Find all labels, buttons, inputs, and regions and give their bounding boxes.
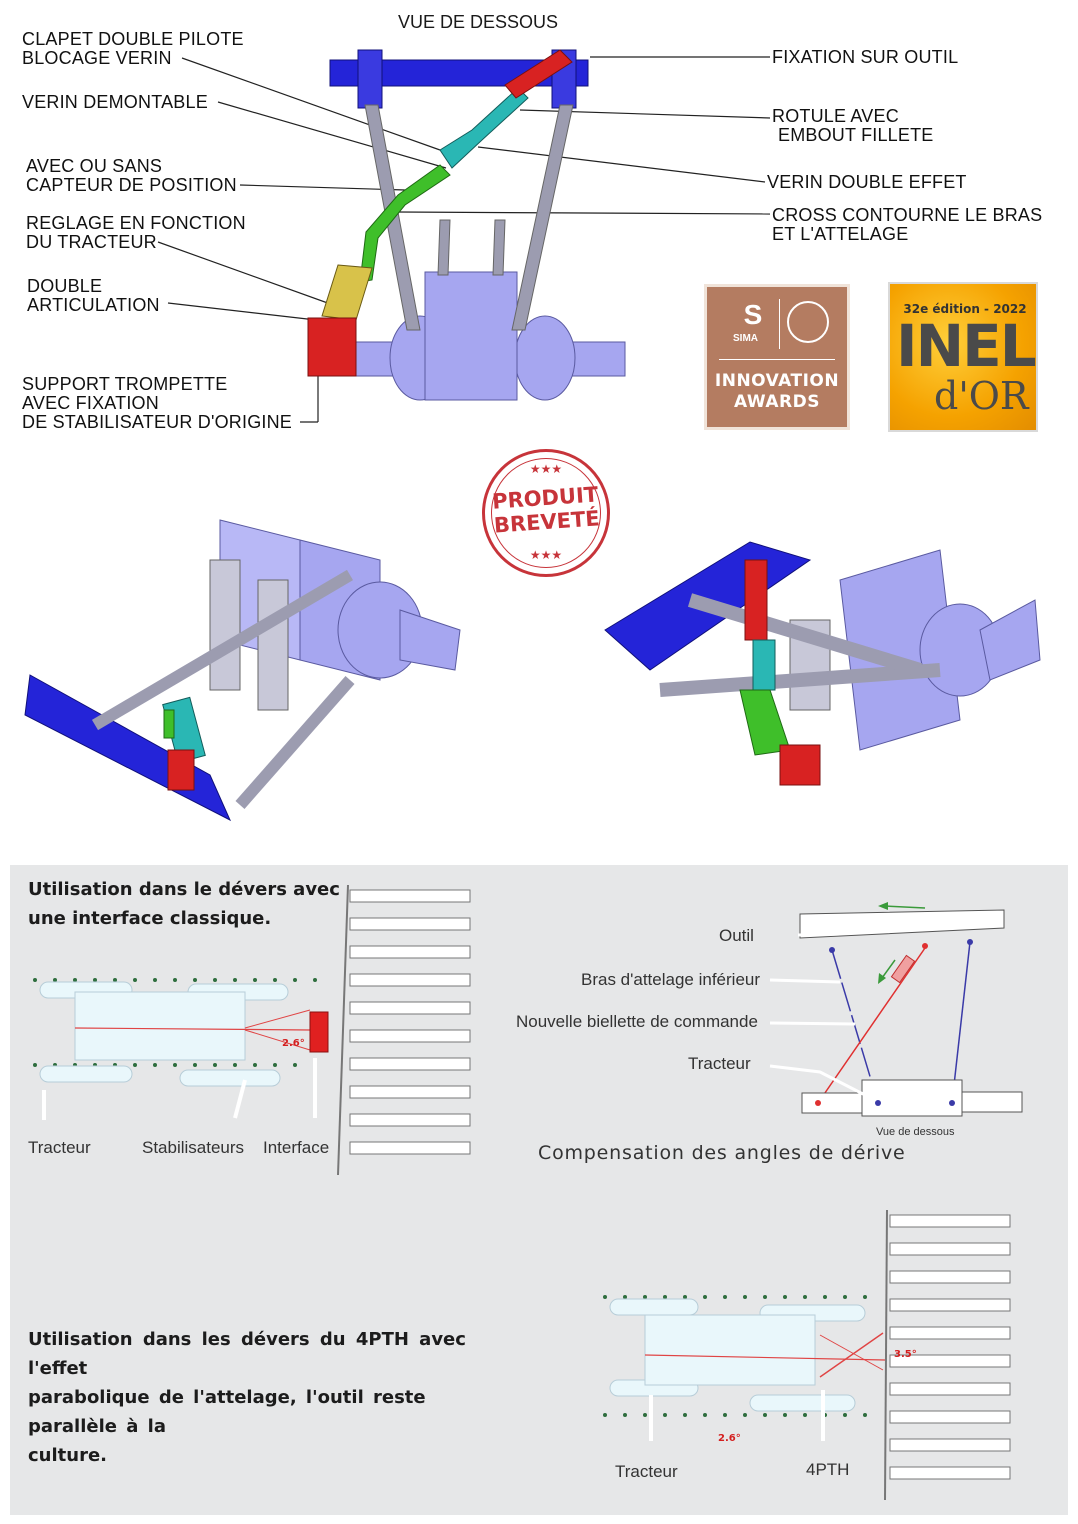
sima-logo-letter: S [743,299,763,330]
block2-heading: Utilisation dans les dévers du 4PTH avec… [28,1329,466,1466]
explanation-panel [10,865,1068,1515]
inel-edition: 32e édition - 2022 [903,302,1027,316]
field-diagram-classic [33,884,471,1176]
label-4pth: 4PTH [806,1460,850,1479]
callout-cross: CROSS CONTOURNE LE BRAS ET L'ATTELAGE [772,205,1043,244]
label-interface: Interface [263,1138,330,1157]
isometric-view-right [604,541,1041,786]
sima-awards-text: INNOVATION AWARDS [714,371,840,412]
inel-dor: d'OR [934,374,1029,418]
inel-dor-badge: 32e édition - 2022 INEL d'OR [888,282,1038,432]
compensation-leaders [769,932,866,1097]
view-title: VUE DE DESSOUS [398,12,559,32]
compensation-diagram [799,902,1023,1117]
stamp-stars-top: ★★★ [529,462,563,476]
sima-brand: SIMA [733,333,758,344]
callout-verin-double-effet: VERIN DOUBLE EFFET [767,172,967,192]
label-bras-attelage: Bras d'attelage inférieur [581,970,761,989]
callout-double-articulation: DOUBLE ARTICULATION [27,276,160,315]
label-tracteur-diagram: Tracteur [688,1054,751,1073]
leaf-seal-icon [787,301,829,343]
angle-label-4pth-a: 3.5° [894,1349,917,1360]
label-tracteur-1: Tracteur [28,1138,91,1157]
underside-view-illustration [157,49,771,423]
isometric-view-left [24,519,461,822]
callout-support-trompette: SUPPORT TROMPETTE AVEC FIXATION DE STABI… [22,374,293,432]
produit-brevete-stamp: ★★★ PRODUIT BREVETÉ ★★★ [482,449,610,577]
angle-label-classic: 2.6° [282,1038,305,1049]
stamp-inner-ring [491,458,601,568]
callout-capteur: AVEC OU SANS CAPTEUR DE POSITION [26,156,237,195]
label-outil: Outil [719,926,754,945]
callout-fixation: FIXATION SUR OUTIL [772,47,959,67]
sima-divider [779,299,780,349]
label-tracteur-2: Tracteur [615,1462,678,1481]
callout-reglage: REGLAGE EN FONCTION DU TRACTEUR [26,213,246,252]
label-biellette: Nouvelle biellette de commande [516,1012,758,1031]
label-stabilisateurs: Stabilisateurs [142,1138,245,1157]
callout-clapet: CLAPET DOUBLE PILOTE BLOCAGE VERIN [22,29,244,68]
stamp-stars-bottom: ★★★ [529,548,563,562]
label-vue-dessous: Vue de dessous [876,1126,955,1138]
block1-heading: Utilisation dans le dévers avec une inte… [28,879,340,929]
angle-label-4pth-b: 2.6° [718,1433,741,1444]
callout-verin-demontable: VERIN DEMONTABLE [22,92,208,112]
sima-rule [719,359,835,360]
field-diagram-4pth [603,1209,1011,1501]
sima-innovation-awards-badge: S SIMA INNOVATION AWARDS [704,284,850,430]
callout-rotule: ROTULE AVEC EMBOUT FILLETE [772,106,934,145]
compensation-caption: Compensation des angles de dérive [538,1142,906,1164]
inel-word: INEL [896,312,1037,380]
